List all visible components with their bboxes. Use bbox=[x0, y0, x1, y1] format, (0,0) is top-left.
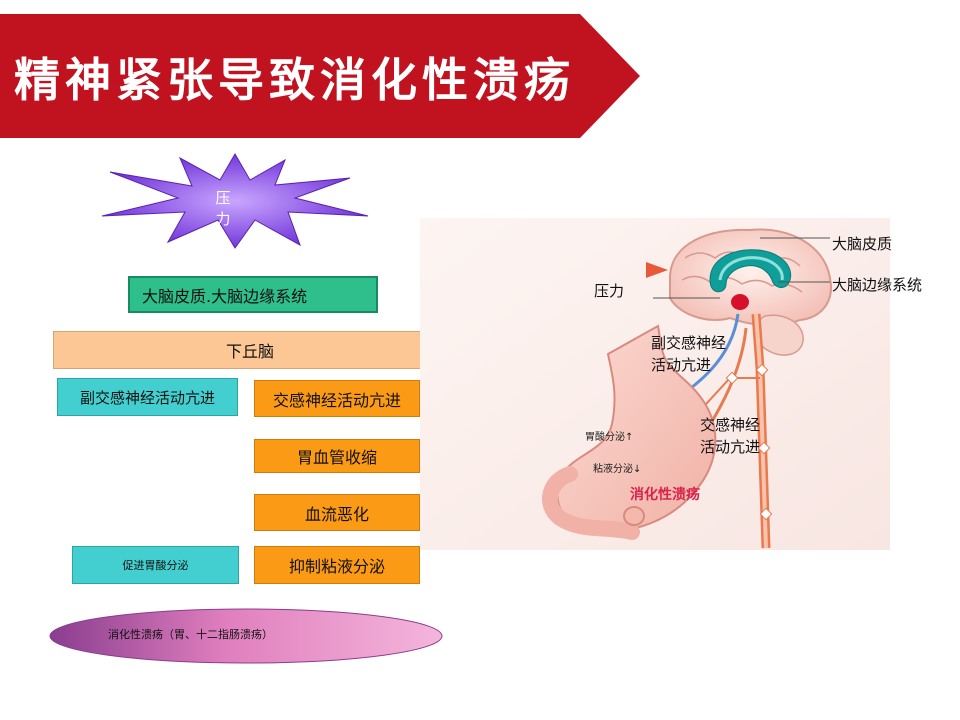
illus-sympathetic-label: 交感神经活动亢进 bbox=[700, 416, 761, 456]
illus-cortex-label: 大脑皮质 bbox=[832, 235, 893, 253]
sympathetic-box: 交感神经活动亢进 bbox=[254, 380, 420, 417]
hypothalamus-box: 下丘脑 bbox=[53, 331, 447, 369]
illus-mucus-label: 粘液分泌↓ bbox=[593, 464, 642, 475]
ulcer-result-label: 消化性溃疡（胃、十二指肠溃疡） bbox=[108, 628, 273, 641]
illus-parasympathetic-label: 副交感神经活动亢进 bbox=[651, 334, 727, 374]
vasoconstriction-box: 胃血管收缩 bbox=[254, 439, 420, 473]
parasympathetic-box: 副交感神经活动亢进 bbox=[57, 378, 238, 416]
title-banner bbox=[0, 14, 640, 138]
pressure-arrow-icon bbox=[646, 262, 668, 278]
illus-acid-label: 胃酸分泌↑ bbox=[585, 432, 634, 443]
illus-pressure-label: 压力 bbox=[594, 282, 625, 300]
mucus-suppression-box: 抑制粘液分泌 bbox=[254, 546, 420, 584]
blood-flow-box: 血流恶化 bbox=[254, 494, 420, 531]
acid-secretion-box: 促进胃酸分泌 bbox=[72, 546, 239, 584]
illus-ulcer-label: 消化性溃疡 bbox=[630, 487, 700, 503]
ulcer-ellipse bbox=[49, 608, 443, 664]
stress-star bbox=[101, 152, 369, 249]
illus-limbic-label: 大脑边缘系统 bbox=[832, 276, 923, 294]
stomach-icon bbox=[542, 324, 717, 540]
stress-label: 压 力 bbox=[215, 189, 274, 228]
page-title: 精神紧张导致消化性溃疡 bbox=[14, 53, 575, 107]
anatomy-illustration bbox=[420, 218, 890, 550]
cortex-limbic-box: 大脑皮质.大脑边缘系统 bbox=[128, 276, 378, 313]
brain-icon bbox=[669, 228, 832, 356]
